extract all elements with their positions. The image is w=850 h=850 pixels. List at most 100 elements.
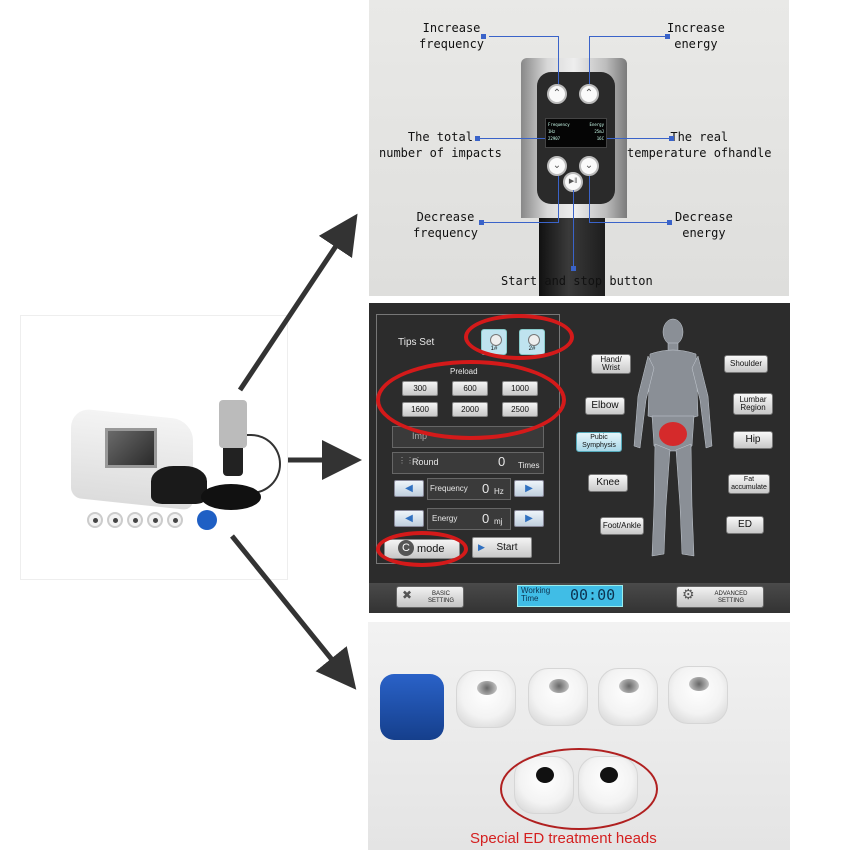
frequency-decrease-button[interactable]: ◀ [394, 480, 424, 497]
device-handle-panel [219, 400, 247, 448]
energy-value: 0 [482, 511, 490, 526]
region-knee-button[interactable]: Knee [588, 474, 628, 492]
region-lumbar-button[interactable]: Lumbar Region [733, 393, 773, 415]
frequency-unit: Hz [494, 487, 504, 496]
leader-dot [481, 34, 486, 39]
impulse-label: Imp [412, 431, 428, 441]
leader-line [589, 36, 669, 37]
tips-set-label: Tips Set [398, 337, 435, 348]
transmitter-head [668, 666, 728, 724]
transmitter-head [147, 512, 163, 528]
region-lumbar-label: Lumbar Region [739, 395, 767, 412]
working-time-value: 00:00 [570, 586, 616, 604]
frequency-increase-button[interactable]: ▶ [514, 480, 544, 497]
display-temperature-value: 16C [596, 136, 604, 141]
blue-transmitter-head [197, 510, 217, 530]
transmitter-head [528, 668, 588, 726]
chevron-up-icon[interactable]: ⌃ [547, 84, 567, 104]
leader-dot [665, 34, 670, 39]
working-time-label: Working Time [521, 586, 551, 603]
region-pubic-symphysis-button[interactable]: Pubic Symphysis [576, 432, 622, 452]
leader-line [477, 138, 545, 139]
chevron-up-icon[interactable]: ⌃ [579, 84, 599, 104]
region-shoulder-button[interactable]: Shoulder [724, 355, 768, 373]
ed-heads-caption: Special ED treatment heads [470, 830, 657, 847]
round-label: Round [412, 457, 439, 467]
display-frequency-label: Frequency [548, 122, 570, 127]
frequency-value: 0 [482, 481, 490, 496]
annotation-real-temperature: The real temperature ofhandle [627, 130, 772, 160]
wrench-icon: ✖ [402, 588, 413, 602]
transmitter-head [167, 512, 183, 528]
region-shoulder-label: Shoulder [729, 359, 763, 368]
energy-unit: mj [494, 517, 503, 526]
play-pause-icon[interactable]: ▶‖ [563, 172, 583, 192]
display-energy-label: Energy [589, 122, 604, 127]
region-ed-label: ED [738, 519, 752, 530]
energy-increase-button[interactable]: ▶ [514, 510, 544, 527]
preload-highlight-ring [376, 360, 566, 440]
transmitter-head [107, 512, 123, 528]
region-foot-ankle-label: Foot/Ankle [602, 521, 642, 530]
leader-line [489, 36, 559, 37]
frequency-label: Frequency [430, 484, 468, 493]
energy-decrease-button[interactable]: ◀ [394, 510, 424, 527]
leader-line [573, 190, 574, 268]
transmitter-head [127, 512, 143, 528]
leader-line [589, 176, 590, 222]
leader-dot [571, 266, 576, 271]
annotation-increase-energy: Increase energy [667, 21, 725, 51]
region-hand-wrist-label: Hand/ Wrist [600, 355, 622, 372]
round-value: 0 [498, 454, 506, 469]
chevron-down-icon[interactable]: ⌄ [547, 156, 567, 176]
region-elbow-button[interactable]: Elbow [585, 397, 625, 415]
leader-line [607, 138, 673, 139]
device-base [151, 466, 207, 504]
gear-icon: ⚙ [682, 586, 695, 602]
treatment-heads-photo: Special ED treatment heads [368, 622, 790, 850]
device-cable [241, 434, 281, 494]
treatment-area-highlight [659, 422, 687, 446]
region-pubic-label: Pubic Symphysis [582, 434, 616, 449]
leader-dot [669, 136, 674, 141]
chevron-down-icon[interactable]: ⌄ [579, 156, 599, 176]
region-hip-label: Hip [745, 434, 761, 445]
annotation-decrease-energy: Decrease energy [675, 210, 733, 240]
display-frequency-value: 1Hz [548, 129, 556, 134]
advanced-setting-button[interactable]: ADVANCED SETTING [676, 586, 764, 608]
start-button[interactable]: Start [472, 537, 532, 558]
transmitter-head [87, 512, 103, 528]
leader-line [589, 222, 671, 223]
annotation-increase-frequency: Increase frequency [419, 21, 485, 51]
leader-line [589, 36, 590, 84]
region-foot-ankle-button[interactable]: Foot/Ankle [600, 517, 644, 535]
basic-setting-button[interactable]: BASIC SETTING [396, 586, 464, 608]
dots-icon: ⋮⋮⋮ [398, 456, 422, 465]
handle-holder [201, 484, 261, 510]
round-row [392, 452, 544, 474]
region-fat-button[interactable]: Fat accumulate [728, 474, 770, 494]
region-ed-button[interactable]: ED [726, 516, 764, 534]
parameter-panel [376, 314, 560, 564]
region-knee-label: Knee [596, 477, 620, 488]
handle-closeup-photo: ⌃ ⌃ Frequency Energy 1Hz 25mJ 22907 16C ⌄ ⌄… [369, 0, 789, 296]
leader-line [479, 222, 559, 223]
display-impacts-value: 22907 [548, 136, 561, 141]
annotation-total-impacts: The total number of impacts [379, 130, 502, 160]
region-fat-label: Fat accumulate [731, 476, 767, 491]
device-photo [20, 315, 288, 580]
energy-row [427, 508, 511, 530]
tips-highlight-ring [464, 314, 574, 360]
region-hip-button[interactable]: Hip [733, 431, 773, 449]
blue-cap-head [380, 674, 444, 740]
leader-dot [667, 220, 672, 225]
region-elbow-label: Elbow [591, 400, 619, 411]
leader-dot [475, 136, 480, 141]
handle-display: Frequency Energy 1Hz 25mJ 22907 16C [545, 118, 607, 148]
energy-label: Energy [432, 514, 458, 523]
handle-grip [539, 218, 605, 296]
device-screen [105, 428, 157, 468]
display-energy-value: 25mJ [594, 129, 604, 134]
region-hand-wrist-button[interactable]: Hand/ Wrist [591, 354, 631, 374]
frequency-row [427, 478, 511, 500]
